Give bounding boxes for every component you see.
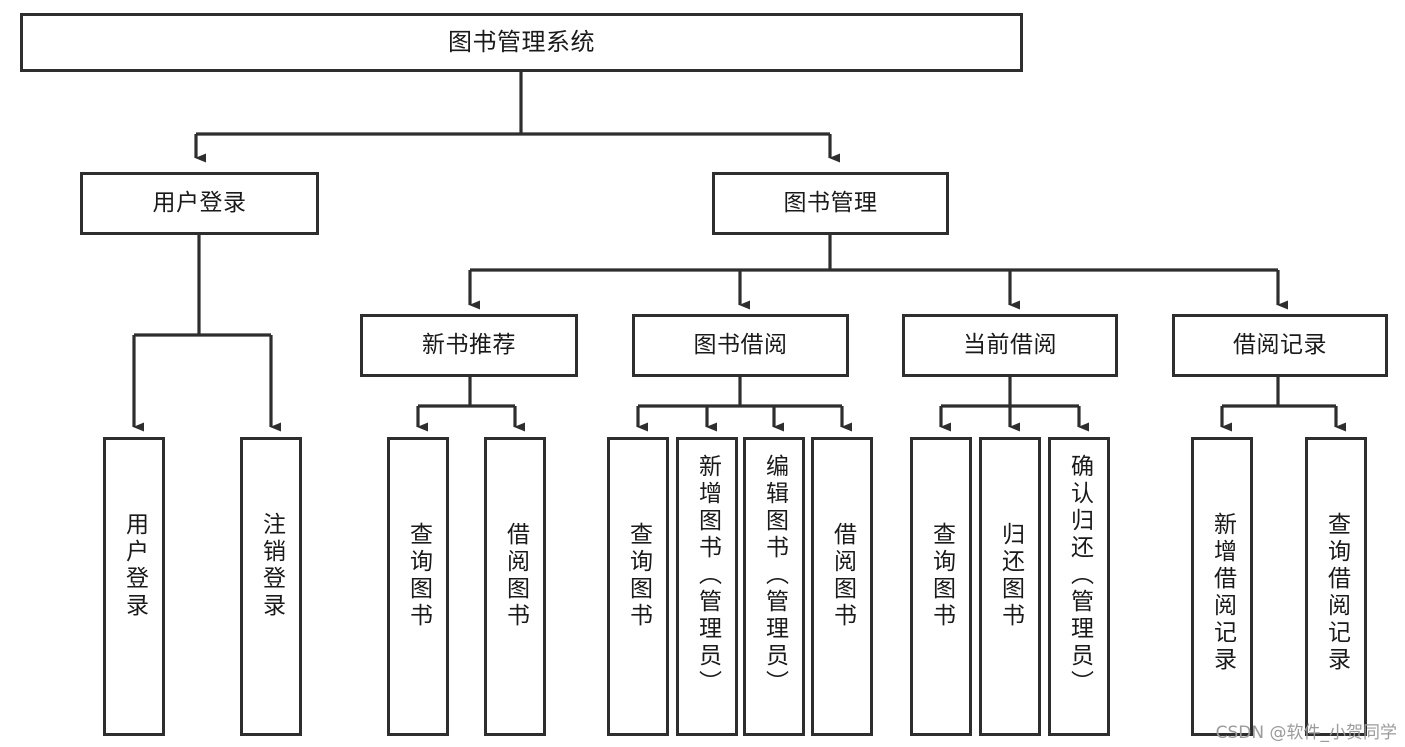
node-label: 编辑图书（管理员） — [761, 454, 788, 697]
node-root-book-management-system[interactable]: 图书管理系统 — [20, 13, 1023, 72]
node-leaf-user-logout[interactable]: 注销登录 — [240, 437, 302, 736]
node-leaf-query-record[interactable]: 查询借阅记录 — [1305, 437, 1367, 736]
node-label: 新增图书（管理员） — [694, 454, 721, 697]
node-label: 查询图书 — [928, 522, 955, 630]
node-leaf-edit-book[interactable]: 编辑图书（管理员） — [743, 437, 805, 736]
node-label: 查询图书 — [625, 522, 652, 630]
node-borrow-record[interactable]: 借阅记录 — [1172, 314, 1388, 377]
node-leaf-borrow-book-2[interactable]: 借阅图书 — [811, 437, 873, 736]
node-label: 查询图书 — [405, 522, 432, 630]
node-label: 当前借阅 — [963, 331, 1057, 358]
node-book-borrow[interactable]: 图书借阅 — [632, 314, 849, 377]
node-label: 新增借阅记录 — [1209, 512, 1236, 674]
node-leaf-query-book-2[interactable]: 查询图书 — [607, 437, 669, 736]
node-book-management[interactable]: 图书管理 — [712, 172, 949, 235]
node-leaf-add-record[interactable]: 新增借阅记录 — [1191, 437, 1253, 736]
node-current-borrow[interactable]: 当前借阅 — [902, 314, 1118, 377]
node-leaf-query-book-1[interactable]: 查询图书 — [387, 437, 449, 736]
node-label: 注销登录 — [258, 512, 285, 620]
node-label: 归还图书 — [997, 522, 1024, 630]
node-label: 图书管理系统 — [448, 28, 595, 57]
node-label: 借阅图书 — [502, 522, 529, 630]
node-label: 图书借阅 — [693, 331, 788, 358]
node-label: 用户登录 — [121, 512, 148, 620]
node-label: 借阅记录 — [1233, 331, 1327, 358]
node-label: 用户登录 — [152, 189, 247, 216]
node-label: 查询借阅记录 — [1323, 512, 1350, 674]
node-label: 借阅图书 — [829, 522, 856, 630]
node-leaf-confirm-return[interactable]: 确认归还（管理员） — [1048, 437, 1110, 736]
node-leaf-user-login[interactable]: 用户登录 — [103, 437, 165, 736]
node-leaf-return-book[interactable]: 归还图书 — [979, 437, 1041, 736]
node-new-book-recommend[interactable]: 新书推荐 — [360, 314, 578, 377]
node-leaf-borrow-book-1[interactable]: 借阅图书 — [484, 437, 546, 736]
node-label: 新书推荐 — [422, 331, 516, 358]
node-leaf-query-book-3[interactable]: 查询图书 — [910, 437, 972, 736]
node-label: 图书管理 — [783, 189, 878, 216]
node-label: 确认归还（管理员） — [1066, 454, 1093, 697]
node-leaf-add-book[interactable]: 新增图书（管理员） — [676, 437, 738, 736]
node-user-login[interactable]: 用户登录 — [80, 172, 319, 235]
